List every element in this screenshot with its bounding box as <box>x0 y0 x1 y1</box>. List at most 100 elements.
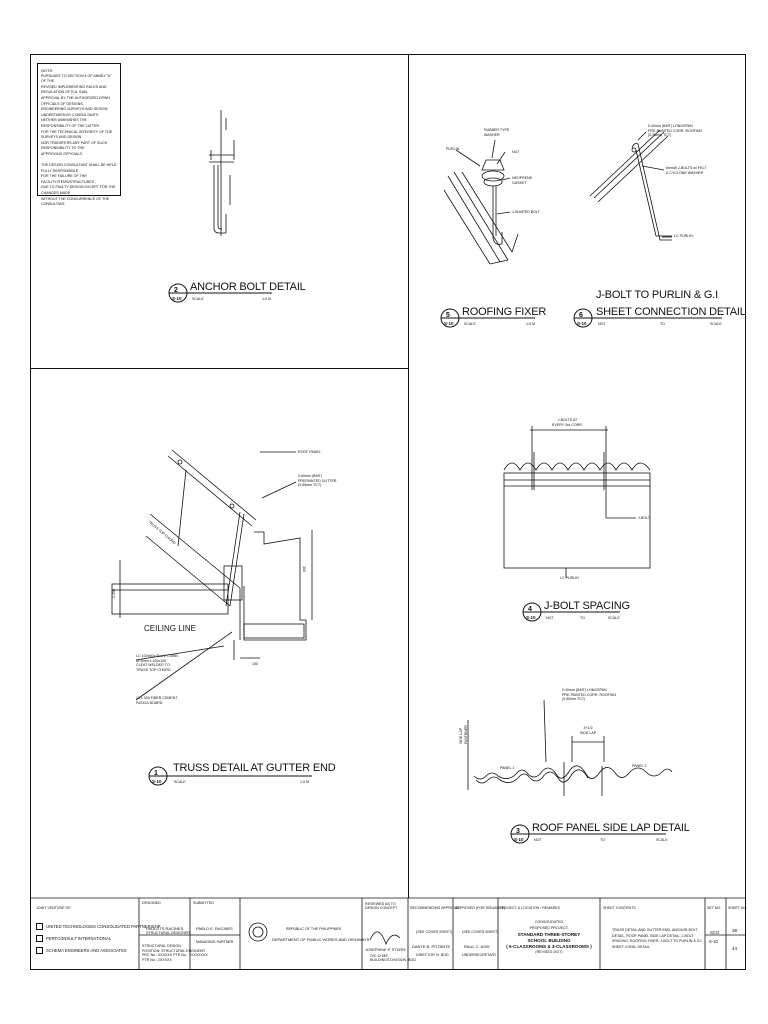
detail-bubbles <box>148 283 722 844</box>
title-block-grid <box>30 897 746 970</box>
detail-4-to: TO <box>580 616 585 620</box>
firm-name: UNITED TECHNOLOGIES CONSOLIDATED PARTNER… <box>46 924 161 929</box>
reviewed-role: OIC-CHIEF BUILDINGS DIVISION, BOD <box>370 954 416 963</box>
recommending-note: (SEE COVER SHEET) <box>416 930 453 934</box>
recommending-name: DANTE B. POTANTE <box>412 944 451 949</box>
spacing-purlin-label: LC PURLIN <box>560 576 579 580</box>
roofing-fixer-drawing <box>443 139 519 265</box>
contents-line: SHEET CONN. DETAIL <box>612 944 650 949</box>
designed-detail-line: POSITION: STRUCTURAL ENGINEER <box>142 948 205 953</box>
firm-logo-icon <box>36 923 43 930</box>
side-lap-dimension-label: 3+1/2 SIDE LAP <box>580 726 597 735</box>
detail-4-title: J-BOLT SPACING <box>544 600 630 612</box>
side-lap-drawing <box>467 699 673 796</box>
note-line: REVISED IMPLEMENTING RULES AND REGULATIO… <box>41 84 107 95</box>
note-line: FOR THE FAILURE OF THE FACILITY/ITEMS/ST… <box>41 174 95 184</box>
recommending-role: DIRECTOR IV, BOD <box>416 953 449 957</box>
jbolt-purlin-drawing <box>589 129 672 241</box>
detail-5-number: 5 <box>446 312 450 319</box>
detail-1-title: TRUSS DETAIL AT GUTTER END <box>173 762 336 774</box>
recommending-label: RECOMMENDING APPROVAL <box>410 906 461 910</box>
detail-5-title: ROOFING FIXER <box>462 306 547 318</box>
roofing-fixer-gasket-label: NEOPRENE GASKET <box>512 176 533 185</box>
designed-name: PAULOTS RACINES <box>146 926 184 931</box>
contents-line: DETAIL, ROOF PANEL SIDE LAP DETAIL, J-BO… <box>612 933 694 938</box>
truss-dim-300: 300 <box>302 566 306 572</box>
detail-2-scale-label: SCALE <box>192 297 204 301</box>
set-label: SET NO. <box>707 906 722 910</box>
project-line: CONSOLIDATED <box>534 920 564 924</box>
detail-1-scale-label: SCALE <box>174 780 186 784</box>
detail-6-sheet: S-10 <box>577 321 587 326</box>
project-line: SCHOOL BUILDING <box>527 938 571 943</box>
detail-3-number: 3 <box>516 828 520 835</box>
detail-6-scale: SCALE <box>710 322 722 326</box>
truss-dim-150: 150 <box>252 662 258 666</box>
approved-role: UNDERSECRETARY <box>462 953 497 957</box>
reviewed-name: JOSEPHINE P. STURIS <box>365 948 406 952</box>
detail-1-sheet: S-10 <box>152 779 162 784</box>
detail-3-not: NOT <box>534 838 542 842</box>
note-line: PURSUANT TO SECTION 4 OF ANNEX "A" OF TH… <box>41 73 112 84</box>
side-lap-panel-2: PANEL 2 <box>632 764 647 768</box>
detail-4-not: NOT <box>546 616 554 620</box>
jbolt-sheet-label: 0.40mm (BMT) LONGSPAN PRE-PAINTED CORR. … <box>648 124 703 137</box>
project-line: STANDARD THREE-STOREY <box>517 932 581 937</box>
designed-label: DESIGNED <box>142 901 161 905</box>
note-line: NOR TRANSFERS ANY PART OF SUCH RESPONSIB… <box>41 140 108 151</box>
note-box: NOTE: PURSUANT TO SECTION 4 OF ANNEX "A"… <box>37 63 121 206</box>
department-label: DEPARTMENT OF PUBLIC WORKS AND HIGHWAYS <box>272 937 370 942</box>
jbolt-spacing-drawing <box>503 426 651 578</box>
detail-2-number: 2 <box>174 287 178 294</box>
sheet-bottom: 44 <box>732 946 738 951</box>
set-bottom: S-10 <box>709 939 718 944</box>
detail-2-title: ANCHOR BOLT DETAIL <box>190 281 306 293</box>
note-title: NOTE: <box>41 68 54 73</box>
roofing-fixer-washer-label: RUBBER TYPE WASHER <box>484 128 510 137</box>
detail-4-number: 4 <box>528 606 532 613</box>
note-line: NEITHER DIMINISHES THE RESPONSIBILITY OF… <box>41 118 100 128</box>
side-lap-fastener-label: SIDE LAP FASTENER <box>459 725 468 744</box>
detail-6-not: NOT <box>598 322 606 326</box>
approved-name: RAUL C. ASIS <box>464 944 490 949</box>
detail-5-scale-label: SCALE <box>464 322 476 326</box>
designed-detail-line: PTR No.: 2XXXXX <box>142 957 172 962</box>
side-lap-panel-1: PANEL 1 <box>500 766 515 770</box>
detail-4-scale: SCALE <box>608 616 620 620</box>
truss-detail-drawing <box>111 449 313 701</box>
project-label: PROJECT & LOCATION / REMARKS <box>500 906 560 910</box>
sheet-label: SHEET NO. <box>728 906 748 910</box>
detail-6-number: 6 <box>579 312 583 319</box>
designed-detail-line: STRUCTURAL DESIGN <box>142 944 181 948</box>
truss-dim-1200: 1,200 <box>112 589 116 598</box>
roofing-fixer-bolt-label: J-SHAPED BOLT <box>512 210 540 214</box>
note-line: APPROVAL BY THE AUTHORIZED DPWH OFFICIAL… <box>41 95 110 106</box>
detail-3-title: ROOF PANEL SIDE LAP DETAIL <box>532 822 690 834</box>
detail-1-number: 1 <box>154 770 158 777</box>
set-top: SCO <box>710 930 720 935</box>
jv-label: JOINT VENTURE OF: <box>36 906 72 910</box>
republic-label: REPUBLIC OF THE PHILIPPINES <box>286 927 342 931</box>
designed-role: STRUCTURAL DESIGNER <box>146 931 190 935</box>
submitted-label: SUBMITTED <box>193 901 214 905</box>
spacing-dimension-label: J-BOLTS AT EVERY 3rd CORR. <box>552 418 583 427</box>
truss-gutter-label: 0.60mm (BMT) PREPAINTED GUTTER (0.65mm T… <box>298 474 337 487</box>
side-lap-sheet-label: 0.40mm (BMT) LONGSPAN PRE-PAINTED CORR. … <box>562 688 617 701</box>
truss-ceiling-line-label: CEILING LINE <box>144 624 197 633</box>
contents-line: SPACING, ROOFING FIXER, J-BOLT TO PURLIN… <box>612 939 702 943</box>
roofing-fixer-nut-label: NUT <box>512 150 520 154</box>
detail-6-title-line1: J-BOLT TO PURLIN & G.I <box>596 289 718 301</box>
panel-divider-horizontal <box>30 368 409 369</box>
project-line: (REVISED 2017) <box>535 950 563 954</box>
submitted-name: PABLO E. RACINES <box>196 926 233 931</box>
firm-name: PERTCONSULT INTERNATIONAL <box>46 936 112 941</box>
note-line: FOR THE TECHNICAL INTEGRITY OF THE SURVE… <box>41 129 113 140</box>
drawing-sheet-border <box>30 54 746 970</box>
contents-line: TRUSS DETAIL AND GUTTER END, ANCHOR BOLT <box>612 928 698 932</box>
designed-detail-line: PRC No.: 0XXXXX PTR No.: 7XXXXXXX <box>142 953 208 957</box>
jbolt-bolt-label: 6mmØ J-BOLTS w/ FELT & CYCLONE WASHER <box>666 166 707 175</box>
truss-fascia-label: 12 x 300 FIBER CEMENT FASCIA BOARD <box>136 696 178 705</box>
truss-roof-panel-label: ROOF PANEL <box>298 450 321 454</box>
jbolt-purlin-label: LC PURLIN <box>674 234 693 238</box>
